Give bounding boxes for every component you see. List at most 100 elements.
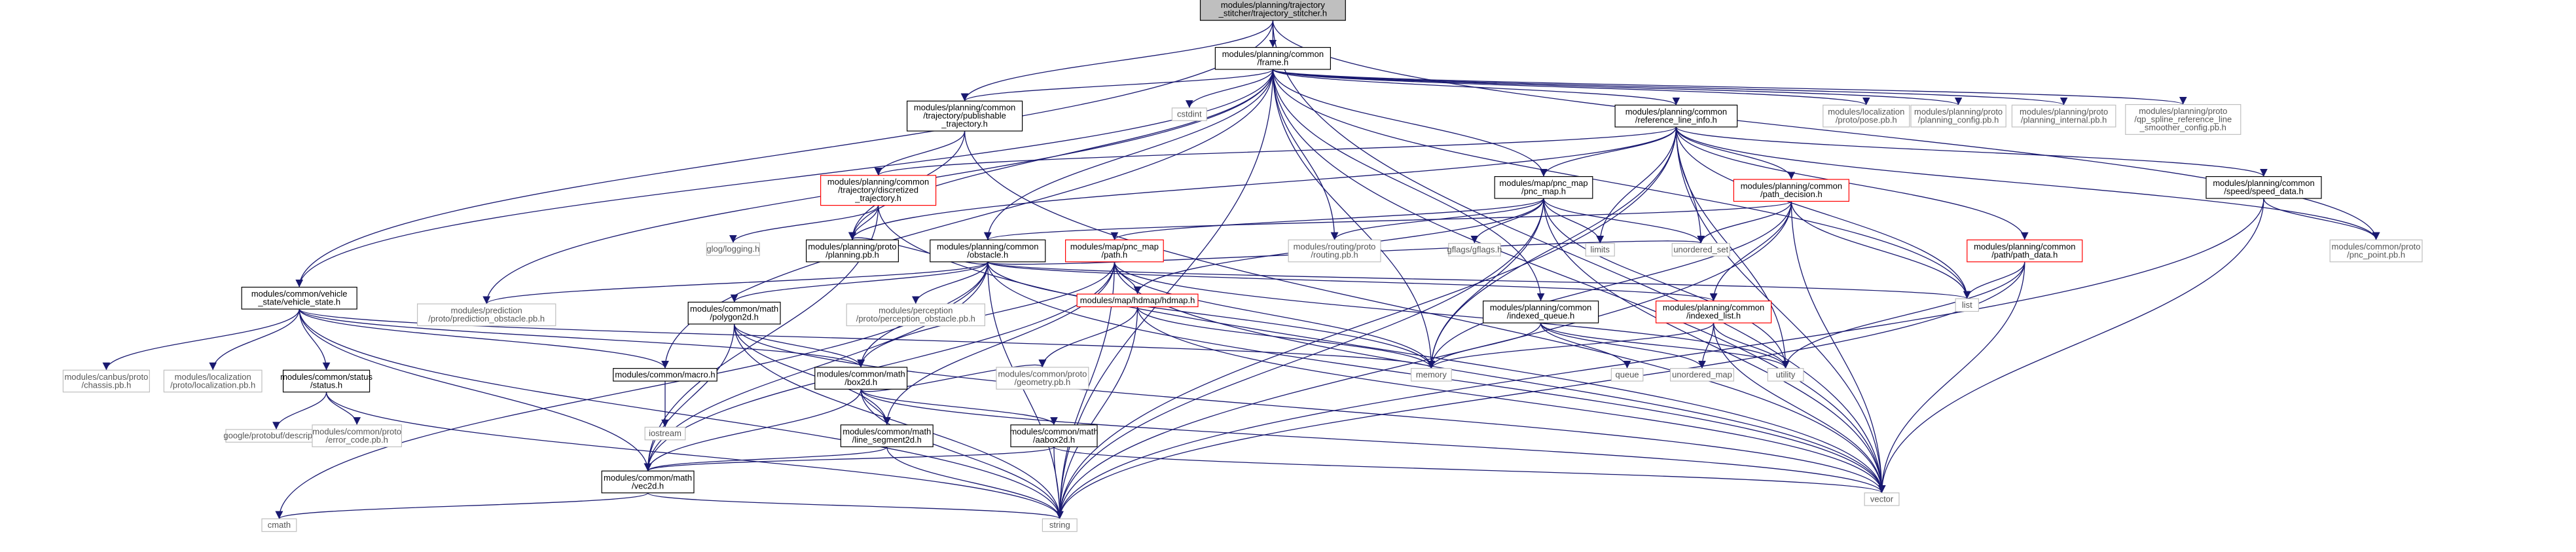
- node-routing-pb[interactable]: modules/routing/proto/routing.pb.h: [1288, 239, 1381, 263]
- node-ref-line-info[interactable]: modules/planning/common/reference_line_i…: [1614, 104, 1738, 128]
- node-label-line: gflags/gflags.h: [1447, 244, 1502, 254]
- node-discretized[interactable]: modules/planning/common/trajectory/discr…: [820, 175, 937, 206]
- node-speed-data[interactable]: modules/planning/common/speed/speed_data…: [2205, 176, 2322, 199]
- edge-ref-line-info-to-string: [1055, 126, 1677, 519]
- edge-discretized-to-planning-pb: [848, 205, 879, 240]
- edge-vehicle-state-to-vec2d: [299, 308, 652, 471]
- node-cstdint[interactable]: cstdint: [1171, 107, 1207, 121]
- node-box: [840, 424, 934, 447]
- edge-indexed-queue-to-queue: [1540, 323, 1631, 369]
- node-planning-internal[interactable]: modules/planning/proto/planning_internal…: [2011, 104, 2116, 128]
- node-path-decision[interactable]: modules/planning/common/path_decision.h: [1733, 179, 1849, 202]
- node-box: [1967, 239, 2083, 263]
- node-label-line: /line_segment2d.h: [852, 435, 922, 445]
- node-pnc-point[interactable]: modules/common/proto/pnc_point.pb.h: [2329, 239, 2423, 263]
- node-box2d[interactable]: modules/common/math/box2d.h: [814, 367, 908, 390]
- node-localization-pb[interactable]: modules/localization/proto/localization.…: [163, 369, 263, 393]
- node-box: [1864, 492, 1900, 506]
- edge-frame-to-cstdint: [1186, 69, 1274, 109]
- node-line-segment[interactable]: modules/common/math/line_segment2d.h: [840, 424, 934, 447]
- node-label-line: _stitcher/trajectory_stitcher.h: [1218, 9, 1327, 18]
- node-box: [706, 242, 760, 256]
- node-label-line: modules/common/math: [1009, 426, 1098, 436]
- edge-vec2d-to-cmath: [275, 492, 649, 519]
- edge-pnc-map-to-memory: [1427, 198, 1544, 369]
- node-root[interactable]: modules/planning/trajectory_stitcher/tra…: [1199, 0, 1346, 21]
- node-glog[interactable]: glog/logging.h: [706, 242, 760, 256]
- node-label-line: iostream: [649, 428, 681, 438]
- node-label-line: /trajectory/discretized: [838, 185, 918, 195]
- edge-speed-data-to-vector: [1878, 198, 2264, 493]
- edge-vehicle-state-to-memory: [299, 308, 1435, 369]
- edge-ref-line-info-to-discretized: [875, 126, 1677, 176]
- edge-path-data-to-utility: [1781, 261, 2025, 369]
- node-loc-pose[interactable]: modules/localization/proto/pose.pb.h: [1823, 104, 1910, 128]
- node-indexed-list[interactable]: modules/planning/common/indexed_list.h: [1656, 301, 1772, 323]
- node-queue[interactable]: queue: [1610, 368, 1644, 382]
- edge-status-to-descriptor: [272, 392, 327, 430]
- node-pnc-map[interactable]: modules/map/pnc_map/pnc_map.h: [1494, 176, 1593, 199]
- node-label-line: modules/common/math: [817, 369, 905, 378]
- edge-obstacle-to-prediction-obstacle: [482, 261, 989, 304]
- node-label-line: cmath: [268, 520, 291, 530]
- node-utility[interactable]: utility: [1767, 368, 1804, 382]
- node-box: [312, 424, 402, 447]
- node-label-line: unordered_map: [1672, 369, 1732, 379]
- node-label-line: /chassis.pb.h: [81, 380, 131, 390]
- node-map-path[interactable]: modules/map/pnc_map/path.h: [1064, 239, 1164, 263]
- node-frame[interactable]: modules/planning/common/frame.h: [1214, 46, 1332, 70]
- node-hdmap[interactable]: modules/map/hdmap/hdmap.h: [1076, 293, 1199, 308]
- node-box: [1288, 239, 1381, 263]
- node-label-line: modules/common/vehicle: [251, 289, 348, 299]
- node-planning-pb[interactable]: modules/planning/proto/planning.pb.h: [805, 239, 899, 263]
- node-aabox[interactable]: modules/common/math/aabox2d.h: [1009, 424, 1098, 447]
- edge-status-to-string: [325, 392, 1064, 519]
- node-gflags[interactable]: gflags/gflags.h: [1447, 243, 1502, 257]
- node-memory[interactable]: memory: [1411, 368, 1452, 382]
- node-box: [1670, 368, 1735, 382]
- node-vehicle-state[interactable]: modules/common/vehicle_state/vehicle_sta…: [241, 286, 357, 310]
- edge-speed-data-to-string: [1056, 198, 2264, 519]
- node-cmath[interactable]: cmath: [261, 518, 297, 532]
- node-box: [814, 367, 908, 390]
- node-vector[interactable]: vector: [1864, 492, 1900, 506]
- node-qp-spline[interactable]: modules/planning/proto/qp_spline_referen…: [2125, 104, 2241, 135]
- node-label-line: /proto/localization.pb.h: [170, 380, 255, 390]
- node-prediction-obstacle[interactable]: modules/prediction/proto/prediction_obst…: [416, 303, 556, 327]
- edge-indexed-queue-to-utility: [1540, 322, 1790, 369]
- node-label-line: modules/routing/proto: [1294, 242, 1376, 251]
- node-box: [1910, 104, 2006, 128]
- edge-frame-to-list: [1272, 69, 1971, 299]
- edge-path-data-to-vector: [1878, 261, 2025, 493]
- node-status[interactable]: modules/common/status/status.h: [280, 369, 372, 393]
- node-label-line: modules/planning/common: [937, 242, 1038, 251]
- node-path-data[interactable]: modules/planning/common/path/path_data.h: [1967, 239, 2083, 263]
- edge-box2d-to-string: [860, 389, 1064, 519]
- node-perception-obstacle[interactable]: modules/perception/proto/perception_obst…: [846, 303, 985, 327]
- node-label-line: /routing.pb.h: [1311, 249, 1358, 259]
- node-list[interactable]: list: [1955, 298, 1979, 312]
- node-limits[interactable]: limits: [1585, 243, 1615, 257]
- node-unordered-set[interactable]: unordered_set: [1671, 243, 1730, 257]
- node-iostream[interactable]: iostream: [644, 426, 686, 441]
- node-label-line: modules/planning/common: [1974, 242, 2075, 251]
- edge-layer: [102, 20, 2380, 519]
- node-box: [2329, 239, 2423, 263]
- node-publishable[interactable]: modules/planning/common/trajectory/publi…: [906, 100, 1023, 132]
- node-chassis[interactable]: modules/canbus/proto/chassis.pb.h: [62, 369, 151, 393]
- edge-polygon2d-to-box2d: [733, 323, 865, 368]
- node-geometry[interactable]: modules/common/proto/geometry.pb.h: [996, 367, 1089, 390]
- edge-vehicle-state-to-chassis: [102, 308, 300, 371]
- node-vec2d[interactable]: modules/common/math/vec2d.h: [601, 470, 695, 494]
- edge-obstacle-to-string: [987, 261, 1064, 519]
- node-string[interactable]: string: [1042, 518, 1078, 532]
- node-label-line: modules/planning/proto: [1914, 107, 2003, 117]
- node-descriptor[interactable]: google/protobuf/descriptor.h: [223, 429, 329, 443]
- node-macro[interactable]: modules/common/macro.h: [613, 368, 717, 382]
- node-indexed-queue[interactable]: modules/planning/common/indexed_queue.h: [1483, 301, 1599, 323]
- node-polygon2d[interactable]: modules/common/math/polygon2d.h: [687, 301, 781, 325]
- node-unordered-map[interactable]: unordered_map: [1670, 368, 1735, 382]
- node-obstacle[interactable]: modules/planning/common/obstacle.h: [930, 239, 1046, 263]
- node-error-code[interactable]: modules/common/proto/error_code.pb.h: [312, 424, 402, 447]
- node-planning-config[interactable]: modules/planning/proto/planning_config.p…: [1910, 104, 2006, 128]
